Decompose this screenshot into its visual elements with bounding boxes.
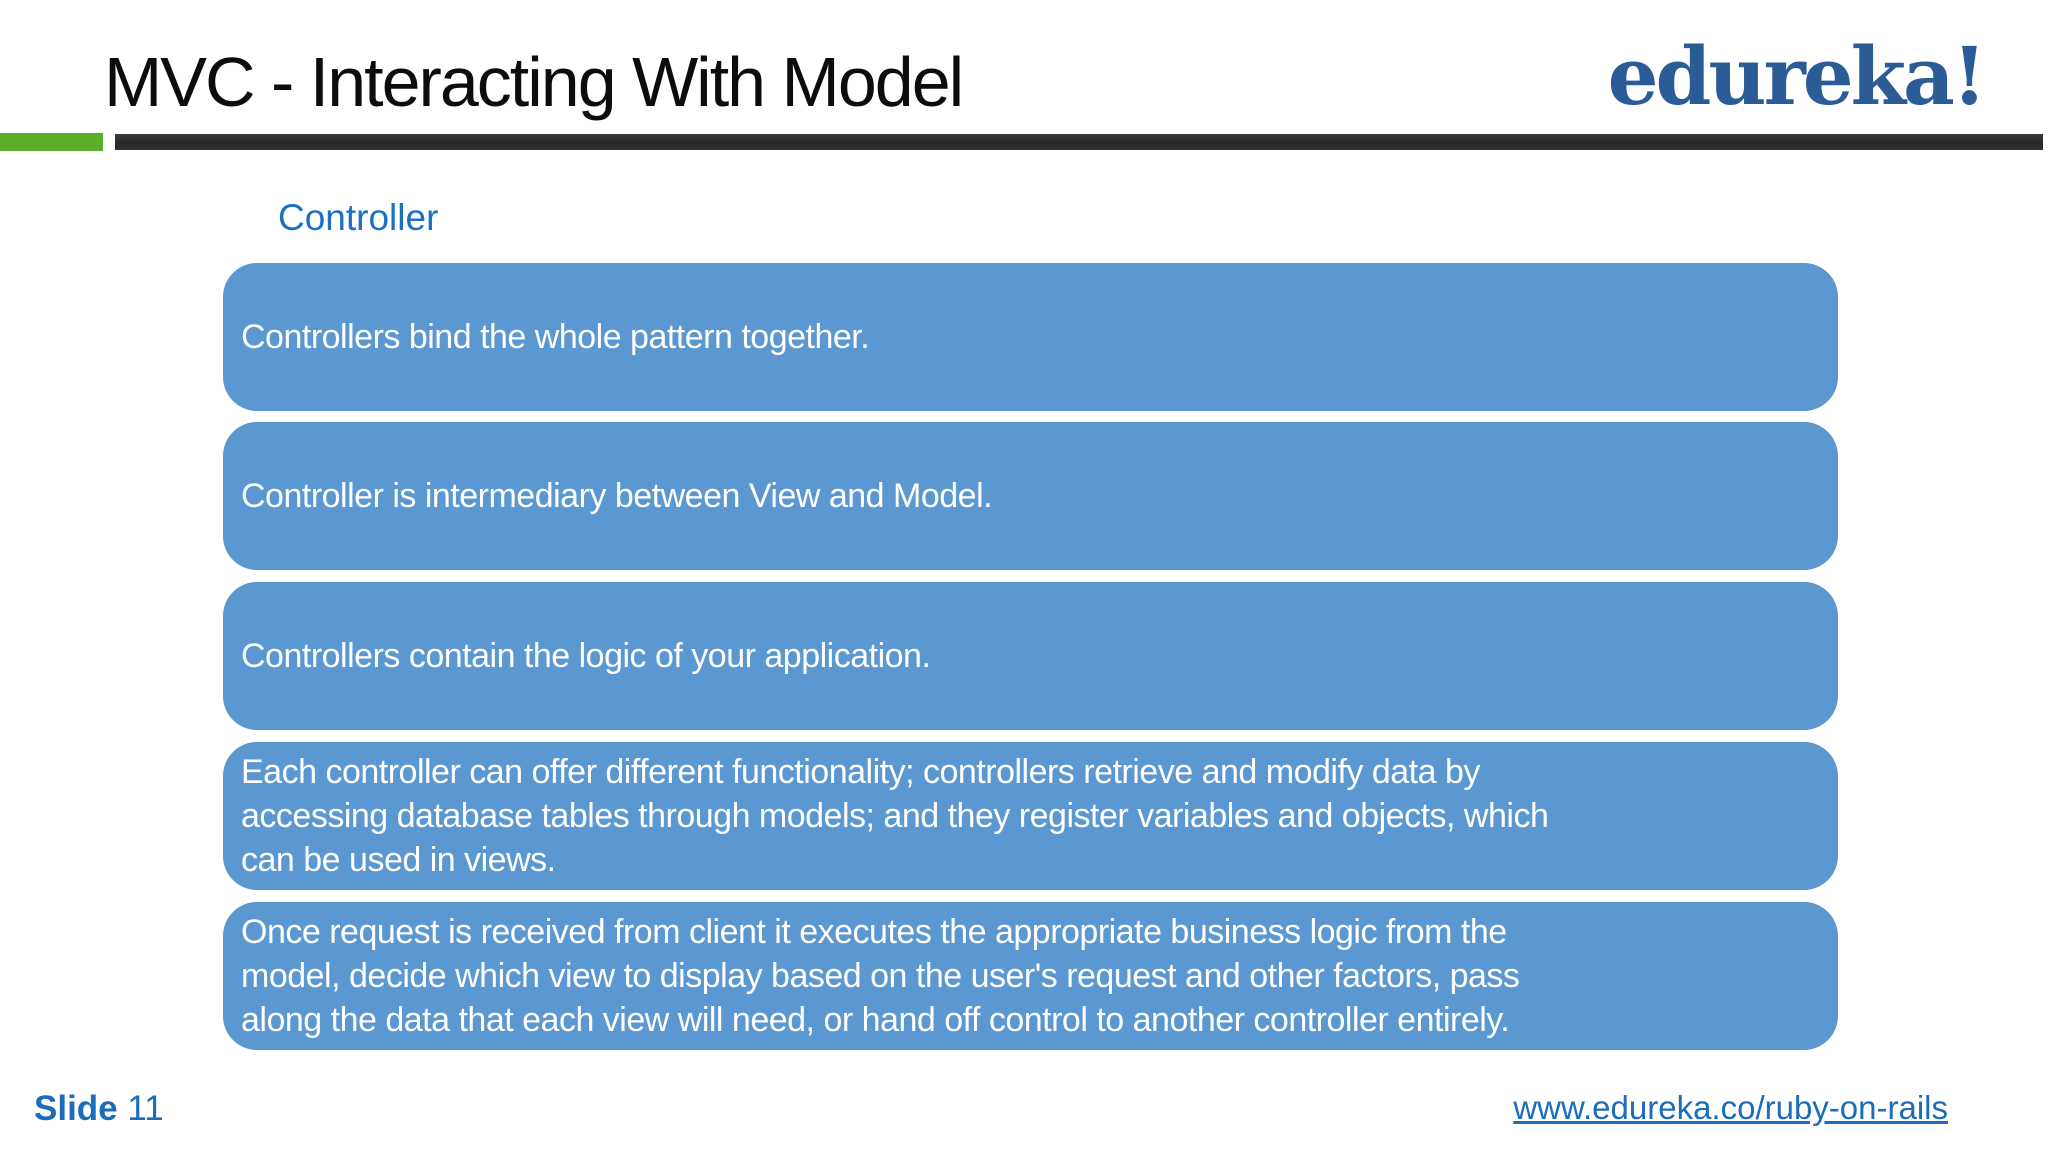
slide-number-value: 11 xyxy=(127,1089,164,1128)
edureka-logo: edureka! xyxy=(1607,29,1987,123)
bullet-box-3: Controllers contain the logic of your ap… xyxy=(223,582,1838,730)
footer-course-link[interactable]: www.edureka.co/ruby-on-rails xyxy=(1513,1089,1948,1126)
bullet-text-3: Controllers contain the logic of your ap… xyxy=(241,637,931,675)
bullet-box-2: Controller is intermediary between View … xyxy=(223,422,1838,570)
bullet-box-4: Each controller can offer different func… xyxy=(223,742,1838,890)
section-label-controller: Controller xyxy=(278,197,439,238)
bullet-text-2: Controller is intermediary between View … xyxy=(241,477,993,515)
title-divider xyxy=(0,133,2048,151)
bullet-box-5: Once request is received from client it … xyxy=(223,902,1838,1050)
bullet-text-5: Once request is received from client it … xyxy=(241,913,1520,1039)
bullet-box-1: Controllers bind the whole pattern toget… xyxy=(223,263,1838,411)
bullet-text-4: Each controller can offer different func… xyxy=(241,753,1549,879)
slide-number: Slide 11 xyxy=(34,1088,164,1130)
divider-green-segment xyxy=(0,133,103,151)
slide-title: MVC - Interacting With Model xyxy=(104,43,964,121)
bullet-text-1: Controllers bind the whole pattern toget… xyxy=(241,318,870,356)
slide-number-label: Slide xyxy=(34,1089,118,1128)
divider-dark-segment xyxy=(115,134,2043,150)
